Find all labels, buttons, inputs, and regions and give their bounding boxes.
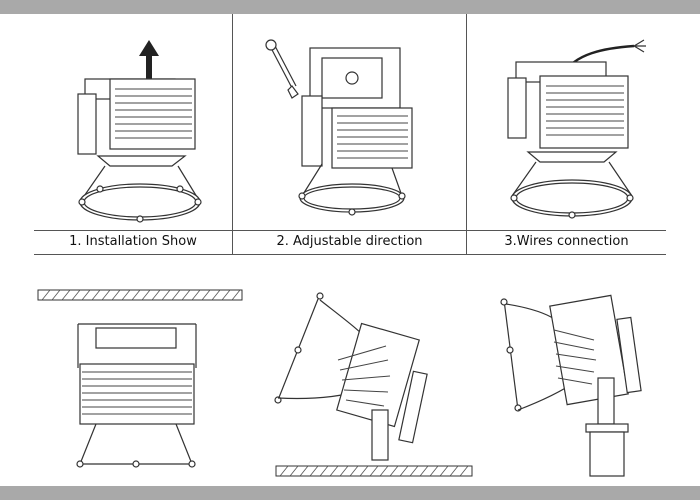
- lamp-wall-mount-illustration: [274, 292, 473, 477]
- divider-1: [232, 14, 233, 254]
- caption-wires: 3.Wires connection: [504, 234, 629, 249]
- lamp-installation-illustration: [77, 40, 202, 223]
- lamp-ceiling-mount-illustration: [37, 289, 243, 468]
- content-panel: 1. Installation Show 2. Adjustable direc…: [0, 14, 700, 486]
- lamp-wires-illustration: [507, 39, 646, 219]
- caption-installation: 1. Installation Show: [69, 234, 197, 249]
- wrench-icon: [265, 39, 299, 99]
- lamp-pole-mount-illustration: [500, 294, 642, 477]
- caption-top-line: [34, 230, 666, 231]
- upward-arrow-icon: [139, 40, 159, 94]
- caption-bottom-line: [34, 254, 666, 255]
- caption-adjustable: 2. Adjustable direction: [276, 234, 423, 249]
- lamp-adjustable-illustration: [265, 39, 413, 216]
- caption-divider-2: [466, 230, 467, 254]
- caption-divider-1: [232, 230, 233, 254]
- divider-2: [466, 14, 467, 254]
